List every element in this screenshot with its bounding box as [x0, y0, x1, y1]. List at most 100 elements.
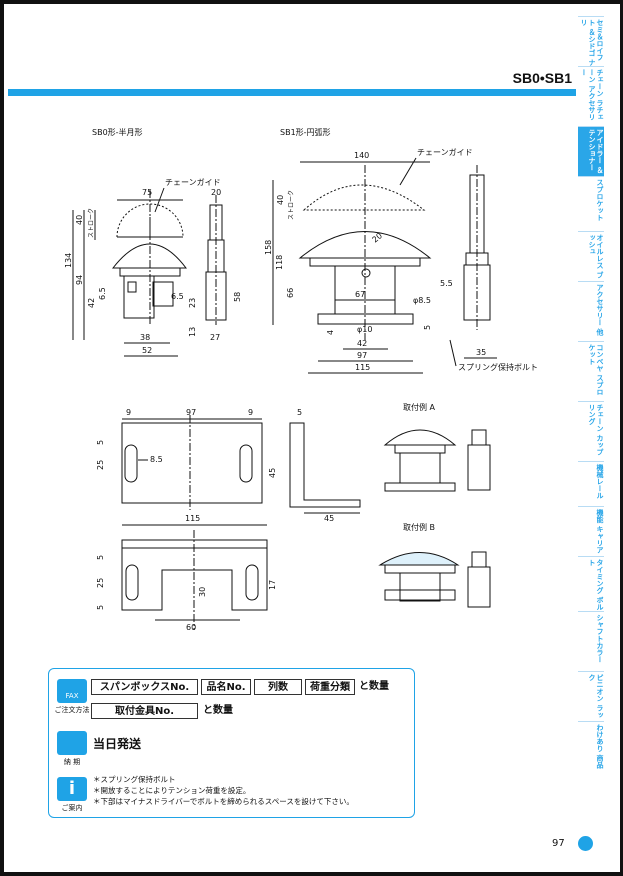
- model-title: SB0•SB1: [512, 70, 572, 86]
- sb1-dim-118: 118: [275, 255, 284, 270]
- bracket-dim-w5: 5: [297, 408, 302, 417]
- sb1-title: SB1形-円弧形: [280, 127, 331, 137]
- sb1-dim-40: 40: [276, 195, 285, 205]
- sb0-dim-13: 13: [188, 327, 197, 337]
- note-3: ＊下部はマイナスドライバーでボルトを締められるスペースを設けて下さい。: [93, 797, 354, 806]
- sb1-chain-guide: チェーンガイド: [417, 147, 473, 157]
- sb0-dim-38: 38: [140, 333, 150, 342]
- sb1-dim-4: 4: [326, 330, 335, 335]
- page-border-top: [0, 0, 623, 4]
- sb0-dim-58: 58: [233, 292, 242, 302]
- sb1-front-view: [298, 165, 432, 340]
- sb1-dim-66: 66: [286, 288, 295, 298]
- bracket-b-dim-30: 30: [198, 587, 207, 597]
- info-icon: i: [57, 777, 87, 801]
- field-spanbox-no: スパンボックスNo.: [91, 679, 198, 695]
- side-tab[interactable]: 機能 キャリア: [578, 506, 604, 556]
- page-number: 97: [552, 838, 565, 849]
- bracket-b-view: [121, 530, 268, 630]
- delivery-label: 納 期: [63, 758, 81, 766]
- bracket-dim-45v: 45: [268, 468, 277, 478]
- side-tab[interactable]: チェーン カップリング: [578, 401, 604, 461]
- sb0-dim-40: 40: [75, 215, 84, 225]
- sb0-dim-6-5h: 6.5: [171, 292, 184, 301]
- side-tab[interactable]: タイミング ボルト: [578, 556, 604, 611]
- page-border-bottom: [0, 872, 623, 876]
- side-tab[interactable]: わけあり 商品: [578, 721, 604, 776]
- sb1-dim-5: 5: [423, 325, 432, 330]
- sb1-dim-d8-5: φ8.5: [413, 296, 431, 305]
- sb1-dim-97: 97: [357, 351, 367, 360]
- sb0-dim-23: 23: [188, 298, 197, 308]
- row2-suffix: と数量: [203, 705, 233, 716]
- header-accent-bar: [8, 89, 576, 96]
- row1-suffix: と数量: [359, 681, 389, 692]
- page-dot: [578, 836, 593, 851]
- example-a-label: 取付例 A: [403, 402, 436, 412]
- bracket-dim-97: 97: [186, 408, 196, 417]
- field-rows: 列数: [254, 679, 302, 695]
- note-2: ＊開放することによりテンション荷重を設定。: [93, 786, 251, 795]
- example-b-label: 取付例 B: [403, 522, 435, 532]
- side-tab[interactable]: スプロケット: [578, 176, 604, 231]
- technical-drawings: SB0形-半月形 チェーンガイド 75 40 ストローク 134 94 42 6…: [64, 127, 538, 632]
- sb0-dim-20: 20: [211, 188, 221, 197]
- info-label: ご案内: [61, 804, 83, 812]
- bracket-b-dim-115: 115: [185, 514, 200, 523]
- sb1-stroke: ストローク: [288, 190, 295, 220]
- page-border-left: [0, 0, 4, 876]
- sb1-side-view: [463, 165, 491, 330]
- sb1-dim-5-5: 5.5: [440, 279, 453, 288]
- sb0-dim-52: 52: [142, 346, 152, 355]
- side-tab[interactable]: シャフトカラー: [578, 611, 604, 671]
- sb1-dim-140: 140: [354, 151, 369, 160]
- bracket-b-dim-25: 25: [96, 578, 105, 588]
- side-tab[interactable]: チェーン ラチェーン アクセサリー: [578, 66, 604, 126]
- sb0-dim-42: 42: [87, 298, 96, 308]
- sb0-dim-134: 134: [64, 253, 73, 268]
- bracket-b-dim-5a: 5: [96, 555, 105, 560]
- bracket-dim-25: 25: [96, 460, 105, 470]
- bracket-dim-5: 5: [96, 440, 105, 445]
- sb1-dim-115: 115: [355, 363, 370, 372]
- bracket-dim-r8-5: 8.5: [150, 455, 163, 464]
- bracket-b-dim-60: 60: [186, 623, 196, 632]
- sb0-stroke: ストローク: [88, 208, 95, 238]
- example-b-drawing: [378, 551, 491, 608]
- side-tab[interactable]: コンベヤ スプロケット: [578, 341, 604, 401]
- bracket-dim-9a: 9: [126, 408, 131, 417]
- sb1-spring-bolt: スプリング保持ボルト: [458, 362, 538, 372]
- bracket-top-view: [121, 415, 263, 510]
- sb1-dim-35: 35: [476, 348, 486, 357]
- page-border-right: [620, 0, 623, 876]
- bracket-dim-45h: 45: [324, 514, 334, 523]
- side-tab[interactable]: アイドラー ＆テンショナー: [578, 126, 604, 176]
- side-tab[interactable]: アクセサリー 他: [578, 281, 604, 341]
- side-tab[interactable]: オイルレス ブッシュ: [578, 231, 604, 281]
- bracket-dim-9b: 9: [248, 408, 253, 417]
- fax-label: ご注文方法: [54, 706, 90, 714]
- example-a-drawing: [383, 429, 491, 492]
- bracket-b-dim-5b: 5: [96, 605, 105, 610]
- truck-icon: [57, 731, 87, 755]
- field-fitting-no: 取付金具No.: [91, 703, 198, 719]
- sb0-chain-guide: チェーンガイド: [165, 177, 221, 187]
- sb0-dim-6-5v: 6.5: [98, 287, 107, 300]
- side-tab[interactable]: ピニオン ラック: [578, 671, 604, 721]
- bracket-b-dim-17: 17: [268, 580, 277, 590]
- fax-icon-text: FAX: [65, 692, 79, 700]
- sb1-dim-67: 67: [355, 290, 365, 299]
- sb0-front-view: [111, 190, 188, 325]
- fax-icon: FAX: [57, 679, 87, 703]
- sb1-dim-d10: φ10: [357, 325, 372, 334]
- sb0-dim-75: 75: [142, 188, 152, 197]
- sb1-dim-42: 42: [357, 339, 367, 348]
- sb0-title: SB0形-半月形: [92, 127, 143, 137]
- sb0-dim-27: 27: [210, 333, 220, 342]
- sb0-side-view: [205, 195, 227, 325]
- sb1-dim-158: 158: [264, 240, 273, 255]
- side-tab[interactable]: セミ＆ロイフト ＆シドゴ ナリ: [578, 16, 604, 66]
- sb0-dim-94: 94: [75, 275, 84, 285]
- side-tab[interactable]: 機械レール: [578, 461, 604, 506]
